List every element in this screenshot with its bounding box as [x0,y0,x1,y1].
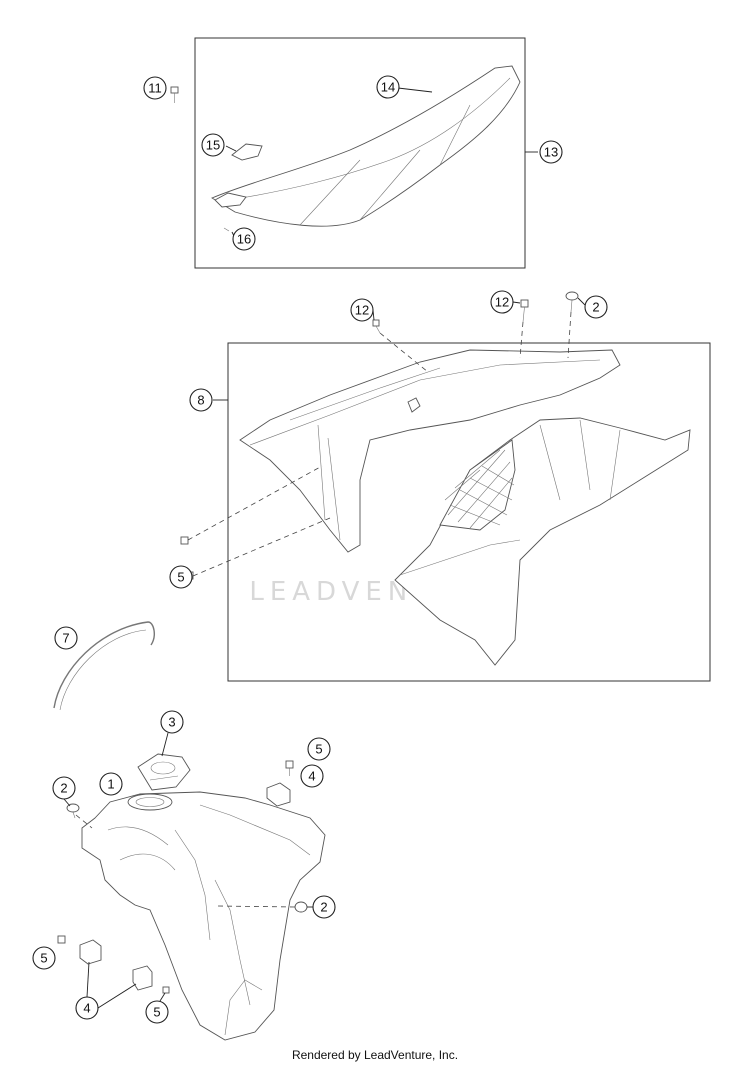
bolt-5-bottom-right [162,986,170,994]
callout-5-tank-top: 5 [307,737,331,761]
screw-11 [170,86,179,103]
right-shroud [394,417,691,666]
callout-2-left: 2 [52,776,76,800]
svg-text:3: 3 [168,715,175,730]
svg-text:15: 15 [206,138,220,153]
svg-text:2: 2 [592,300,599,315]
callout-2-right: 2 [312,895,336,919]
svg-text:12: 12 [495,295,509,310]
callout-3: 3 [160,710,184,734]
screw-12-right [520,299,529,323]
callout-1: 1 [99,772,123,796]
pin-16 [223,227,230,232]
svg-text:2: 2 [320,900,327,915]
breather-hose [53,621,155,711]
callout-5-bottom-right: 5 [145,1000,169,1024]
svg-text:5: 5 [177,570,184,585]
bolt-5-upper [180,536,189,545]
callout-4-bottom: 4 [75,996,99,1020]
spoiler-group-box [227,342,711,682]
svg-text:4: 4 [83,1001,90,1016]
footer-credit: Rendered by LeadVenture, Inc. [291,1048,459,1062]
callout-15: 15 [201,133,225,157]
rivet-2-top [565,291,579,313]
rubber-bush-4-left [79,939,102,965]
fuel-cap [137,753,191,791]
callout-5-shroud: 5 [169,565,193,589]
svg-text:12: 12 [355,303,369,318]
callout-16: 16 [232,227,256,251]
callout-12-left: 12 [350,298,374,322]
grommet-2-right [294,901,308,913]
svg-text:4: 4 [308,769,315,784]
rubber-bush-4-right [132,965,153,991]
svg-text:5: 5 [315,742,322,757]
screw-12-left [372,319,381,334]
svg-text:1: 1 [107,777,114,792]
svg-text:5: 5 [40,951,47,966]
callout-13: 13 [539,140,563,164]
svg-text:14: 14 [381,80,395,95]
svg-text:8: 8 [197,393,204,408]
svg-text:16: 16 [237,232,251,247]
svg-text:11: 11 [148,81,162,96]
callout-7: 7 [54,626,78,650]
rubber-bush-4-top [266,782,291,807]
callout-2-top: 2 [584,295,608,319]
seat-group-box [194,37,526,269]
svg-text:13: 13 [544,145,558,160]
seat-bracket [231,143,263,161]
callout-8: 8 [189,388,213,412]
seat [211,65,521,227]
callout-14: 14 [376,75,400,99]
mesh-panel [439,439,516,531]
fuel-tank [81,791,326,1041]
bolt-5-bottom-left [57,935,66,944]
left-shroud [239,349,621,553]
callout-4-top: 4 [300,764,324,788]
callout-12-right: 12 [490,290,514,314]
svg-text:2: 2 [60,781,67,796]
callout-5-bottom-left: 5 [32,946,56,970]
bolt-5-tank-top [285,760,294,776]
svg-text:5: 5 [153,1005,160,1020]
callout-11: 11 [143,76,167,100]
svg-text:7: 7 [62,631,69,646]
